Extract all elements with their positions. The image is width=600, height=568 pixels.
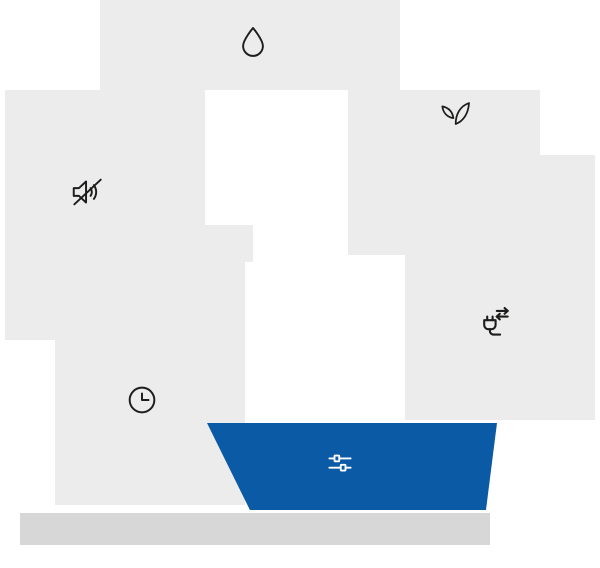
- tile-connector: [205, 225, 253, 262]
- base-shadow-bar: [20, 513, 490, 545]
- tile-water: [100, 0, 400, 90]
- tile-timer: [55, 260, 245, 505]
- eco-leaf-icon: [437, 96, 473, 128]
- settings-accent-tile[interactable]: [207, 423, 497, 510]
- sliders-icon: [325, 448, 355, 478]
- volume-muted-icon: [69, 174, 107, 210]
- water-drop-icon: [238, 25, 268, 61]
- plug-sync-icon: [477, 304, 513, 340]
- clock-icon: [125, 383, 159, 417]
- tile-connectivity: [405, 155, 595, 420]
